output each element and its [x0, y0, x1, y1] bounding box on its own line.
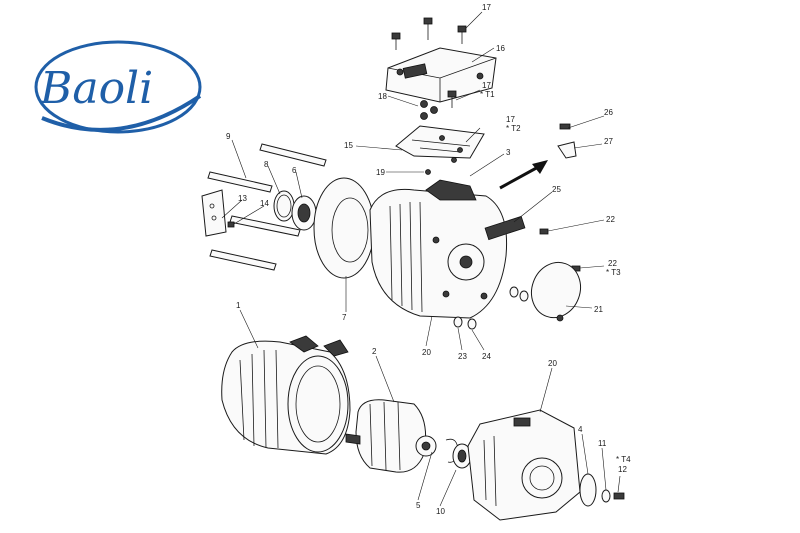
- baoli-logo: Baoli: [34, 40, 202, 134]
- callout-19: 19: [376, 168, 385, 177]
- callout-4: 4: [578, 425, 583, 434]
- callout-11: 11: [598, 439, 607, 448]
- callout-24: 24: [482, 352, 491, 361]
- callout-t2: * T2: [506, 124, 521, 133]
- callout-3: 3: [506, 148, 511, 157]
- callout-5: 5: [416, 501, 421, 510]
- logo-swoosh: [41, 94, 202, 132]
- callout-17-t1: 17: [482, 81, 491, 90]
- callout-22-t3: 22: [608, 259, 617, 268]
- callout-26: 26: [604, 108, 613, 117]
- callout-17-t2: 17: [506, 115, 515, 124]
- callout-14: 14: [260, 199, 269, 208]
- callout-22: 22: [606, 215, 615, 224]
- callout-21: 21: [594, 305, 603, 314]
- controller-cover: [385, 47, 497, 103]
- terminal-26-27: [557, 123, 577, 159]
- tie-rods: [207, 143, 327, 271]
- logo-ellipse: [34, 40, 202, 134]
- callout-16: 16: [496, 44, 505, 53]
- callout-23: 23: [458, 352, 467, 361]
- callout-7: 7: [342, 313, 347, 322]
- callout-25: 25: [552, 185, 561, 194]
- circlip-bearing: [445, 438, 472, 469]
- direction-arrow: [499, 160, 548, 190]
- callout-t1: * T1: [480, 90, 495, 99]
- upper-motor-assembly: [369, 179, 526, 319]
- ring-and-bearing: [273, 190, 317, 231]
- callout-10: 10: [436, 507, 445, 516]
- callout-t4: * T4: [616, 455, 631, 464]
- rotor-2: [345, 399, 437, 473]
- bolts-right: [453, 228, 581, 330]
- cover-21: [530, 261, 582, 322]
- callout-8: 8: [264, 160, 269, 169]
- lower-housing-20: [467, 409, 581, 521]
- callout-6: 6: [292, 166, 297, 175]
- nuts-18: [420, 100, 438, 120]
- callout-1: 1: [236, 301, 241, 310]
- callout-18: 18: [378, 92, 387, 101]
- logo-text: Baoli: [39, 63, 153, 114]
- stator-1: [221, 335, 351, 455]
- gear-washer-bolt: [579, 473, 625, 507]
- callout-27: 27: [604, 137, 613, 146]
- callout-17-top: 17: [482, 3, 491, 12]
- callout-13: 13: [238, 194, 247, 203]
- callout-2: 2: [372, 347, 377, 356]
- callout-12: 12: [618, 465, 627, 474]
- mounting-plate: [395, 125, 485, 175]
- callout-t3: * T3: [606, 268, 621, 277]
- shield-disc-7: [313, 177, 375, 279]
- callout-9: 9: [226, 132, 231, 141]
- callout-20-upper: 20: [422, 348, 431, 357]
- screw-17-top: [391, 17, 467, 108]
- callout-20-lower: 20: [548, 359, 557, 368]
- leader-lines: [221, 11, 621, 507]
- bracket-13: [201, 189, 235, 237]
- callout-15: 15: [344, 141, 353, 150]
